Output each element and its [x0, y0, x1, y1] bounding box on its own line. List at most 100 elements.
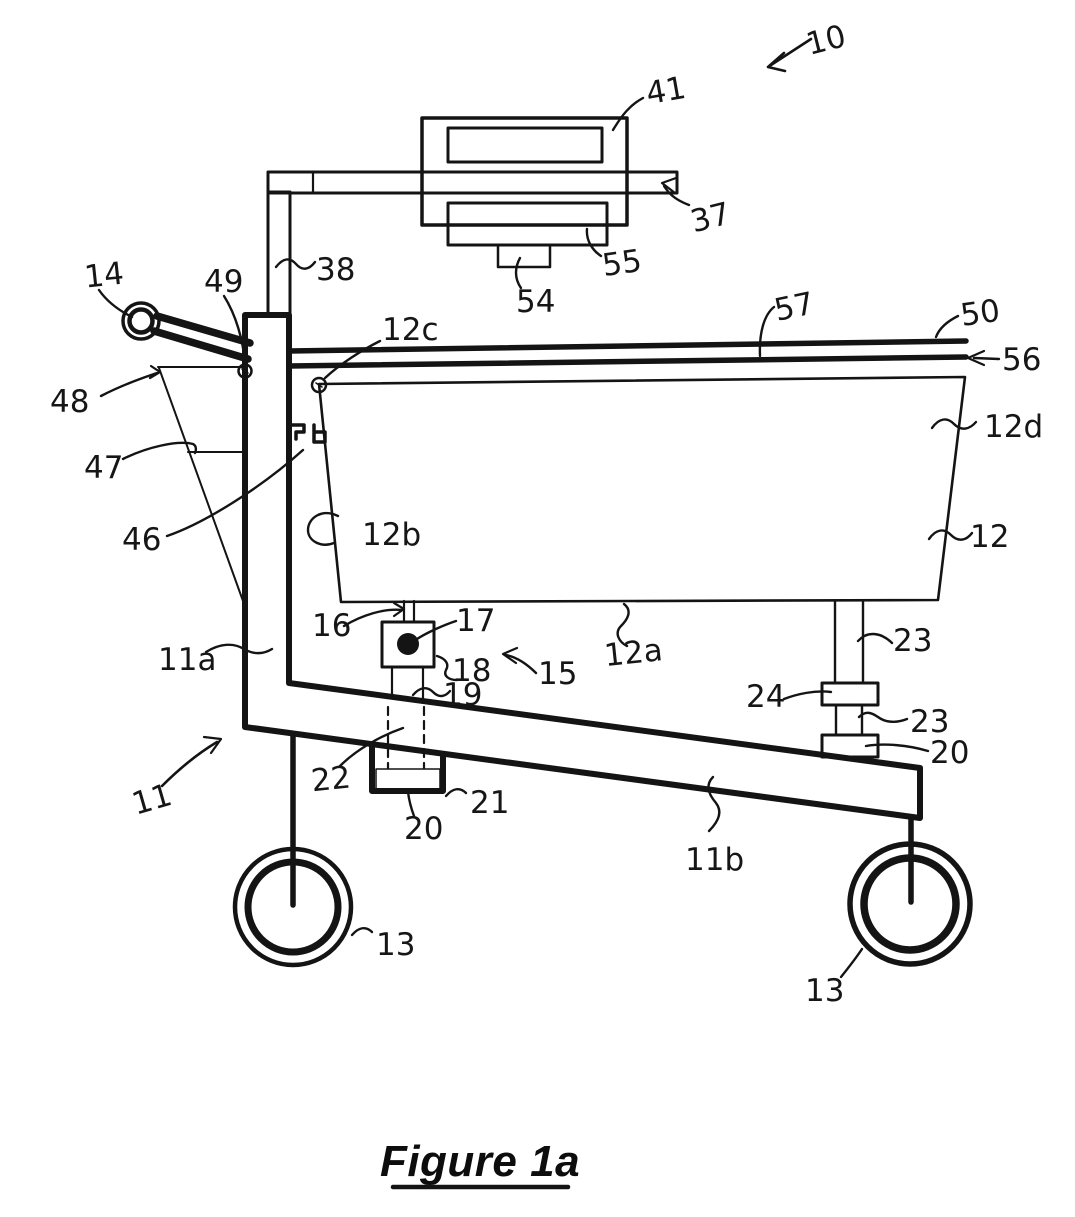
leader-21-tilde [444, 788, 468, 798]
clip-left [288, 423, 306, 441]
ref-label-38: 38 [316, 252, 355, 288]
leader-12c [323, 339, 382, 380]
leader-18 [435, 654, 459, 682]
leader-54 [514, 256, 523, 290]
ref-label-20-left: 20 [404, 811, 443, 847]
leader-41 [611, 96, 645, 132]
leader-47 [121, 441, 198, 461]
ref-label-20-right: 20 [930, 735, 969, 771]
leader-10 [769, 37, 813, 67]
ref-label-10: 10 [803, 18, 850, 62]
ref-label-49: 49 [204, 264, 243, 300]
leader-50 [934, 314, 960, 339]
ref-label-55: 55 [600, 243, 644, 284]
ref-label-57: 57 [771, 285, 817, 328]
pivot-49-slot [241, 368, 249, 374]
ref-label-46: 46 [122, 522, 161, 558]
ref-label-11: 11 [128, 777, 176, 822]
pivots [237, 363, 328, 394]
leader-11 [160, 740, 219, 788]
leader-16 [342, 608, 404, 628]
display-screen [446, 126, 604, 164]
leader-12b-curl [306, 511, 340, 546]
ref-label-12c: 12c [382, 312, 439, 348]
leader-12d-tilde [930, 418, 978, 430]
wheels [232, 733, 973, 968]
ref-label-11a: 11a [158, 642, 216, 678]
leader-lines [97, 37, 1001, 979]
ref-label-17: 17 [456, 603, 495, 639]
handle-bar-upper [153, 312, 254, 347]
ref-label-12b: 12b [362, 517, 421, 553]
right-wheel-outer [847, 841, 973, 967]
ref-label-21: 21 [470, 785, 509, 821]
ref-label-22: 22 [309, 759, 352, 799]
right-wheel-inner [860, 854, 960, 954]
leader-23-upper [856, 632, 894, 645]
handle-ring-outer [121, 301, 161, 341]
ref-label-23-lower: 23 [910, 704, 949, 740]
leader-11b [707, 775, 721, 833]
leader-12-tilde [927, 529, 974, 541]
bag-hopper [157, 366, 246, 602]
cart-frame [242, 312, 923, 821]
leader-17 [415, 619, 458, 641]
ref-label-18: 18 [452, 653, 491, 689]
ref-label-14: 14 [83, 256, 126, 296]
clip-right [312, 423, 327, 444]
leader-37 [662, 184, 691, 207]
left-wheel-outer [232, 846, 354, 968]
leader-48 [99, 371, 159, 398]
arrowhead-37 [660, 176, 678, 195]
rail-56 [286, 354, 969, 369]
handle-bar-lower [150, 327, 252, 363]
valve-knob-17 [397, 633, 419, 655]
leader-12a [616, 602, 630, 648]
valve-box-18 [380, 620, 436, 669]
ref-label-41: 41 [643, 70, 688, 112]
leader-49 [222, 294, 247, 365]
handle-ring-inner [127, 307, 155, 335]
mount-block-20 [820, 733, 880, 759]
arrowhead-16 [392, 601, 406, 618]
ref-label-50: 50 [958, 293, 1002, 334]
unit-box-54 [496, 243, 552, 269]
bag-left-wall [158, 367, 244, 602]
handle-assembly [121, 301, 254, 363]
clips-46 [288, 423, 327, 444]
leader-55 [585, 227, 603, 258]
basin [317, 375, 967, 604]
support-arm-37 [266, 170, 679, 195]
arrowhead-10 [766, 51, 787, 73]
right-support [820, 599, 880, 759]
arrowhead-15 [501, 646, 519, 665]
leader-14 [97, 288, 134, 319]
frame-outline [242, 312, 923, 821]
ref-label-19: 19 [443, 677, 482, 713]
leader-11a [204, 643, 274, 655]
leader-19-tilde [411, 687, 452, 698]
leader-20-left [406, 790, 416, 818]
ref-label-12: 12 [970, 519, 1009, 555]
ref-label-16: 16 [312, 608, 351, 644]
pivot-12c-slot [315, 382, 323, 388]
pad-21 [375, 768, 441, 790]
ref-label-47: 47 [84, 450, 123, 486]
pivot-49 [237, 363, 253, 379]
arrowhead-11 [202, 735, 223, 755]
ref-label-56: 56 [1002, 342, 1041, 378]
leader-20-right [864, 743, 930, 753]
ref-label-11b: 11b [685, 842, 744, 878]
pivot-12c [310, 376, 328, 394]
leader-23-lower [857, 711, 909, 723]
upright-member-38 [266, 190, 292, 317]
top-rails [286, 338, 969, 369]
leader-56 [972, 356, 1001, 361]
ref-label-54: 54 [516, 284, 555, 320]
leader-13-left [350, 927, 374, 937]
leader-15 [504, 653, 538, 675]
ref-label-15: 15 [538, 656, 577, 692]
ref-label-24: 24 [746, 679, 785, 715]
